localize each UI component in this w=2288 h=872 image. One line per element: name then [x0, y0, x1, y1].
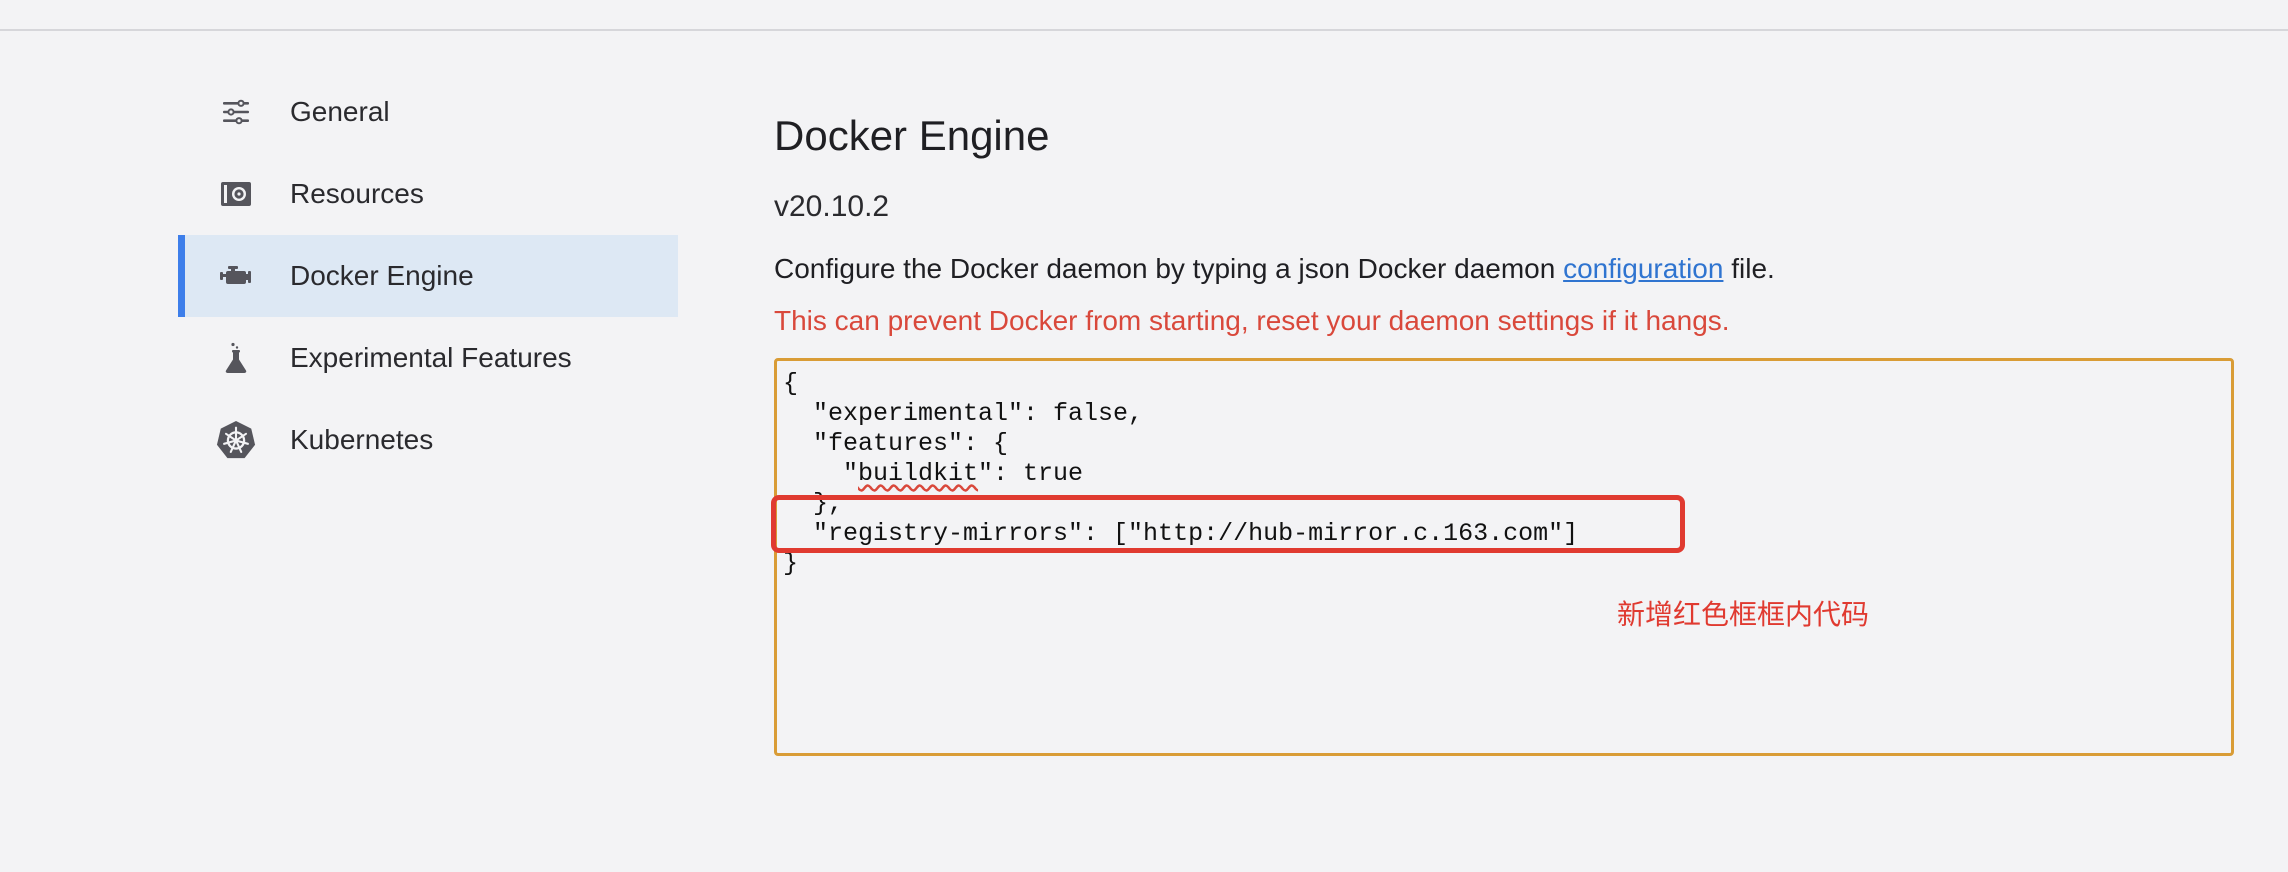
json-code[interactable]: { "experimental": false, "features": { "…	[783, 369, 1578, 579]
resources-icon	[216, 174, 256, 214]
sliders-icon	[216, 92, 256, 132]
daemon-json-editor[interactable]: { "experimental": false, "features": { "…	[771, 358, 2234, 756]
spellcheck-word: buildkit	[858, 459, 979, 488]
sidebar-item-kubernetes[interactable]: Kubernetes	[178, 399, 678, 481]
annotation-note: 新增红色框框内代码	[1617, 598, 1870, 631]
sidebar-item-general[interactable]: General	[178, 71, 678, 153]
sidebar-item-resources[interactable]: Resources	[178, 153, 678, 235]
description-suffix: file.	[1723, 253, 1775, 284]
sidebar-item-label: Kubernetes	[290, 424, 434, 455]
code-line-registry-mirrors: "registry-mirrors": ["http://hub-mirror.…	[783, 519, 1579, 548]
sidebar-item-label: Resources	[290, 178, 424, 209]
code-line-buildkit: "buildkit": true	[783, 459, 1084, 488]
annotation-red-box	[771, 495, 1685, 553]
warning-text: This can prevent Docker from starting, r…	[774, 305, 1730, 336]
sidebar-item-experimental-features[interactable]: Experimental Features	[178, 317, 678, 399]
description-prefix: Configure the Docker daemon by typing a …	[774, 253, 1564, 284]
code-line: }	[783, 549, 799, 578]
code-line: },	[783, 489, 844, 518]
configuration-link[interactable]: configuration	[1563, 253, 1724, 284]
code-line: {	[783, 369, 799, 398]
kubernetes-helm-icon	[216, 420, 256, 460]
description-text: Configure the Docker daemon by typing a …	[774, 253, 1775, 285]
code-line: "features": {	[783, 429, 1009, 458]
engine-icon	[216, 256, 256, 296]
page-title: Docker Engine	[774, 112, 1050, 159]
flask-icon	[216, 338, 256, 378]
sidebar-item-label: Experimental Features	[290, 342, 572, 373]
code-line: "experimental": false,	[783, 399, 1144, 428]
sidebar-item-label: Docker Engine	[290, 260, 474, 291]
sidebar-item-docker-engine[interactable]: Docker Engine	[178, 235, 678, 317]
top-divider	[0, 29, 2288, 31]
settings-sidebar: General Resources	[178, 71, 678, 481]
sidebar-item-label: General	[290, 96, 390, 127]
engine-version: v20.10.2	[774, 190, 890, 223]
